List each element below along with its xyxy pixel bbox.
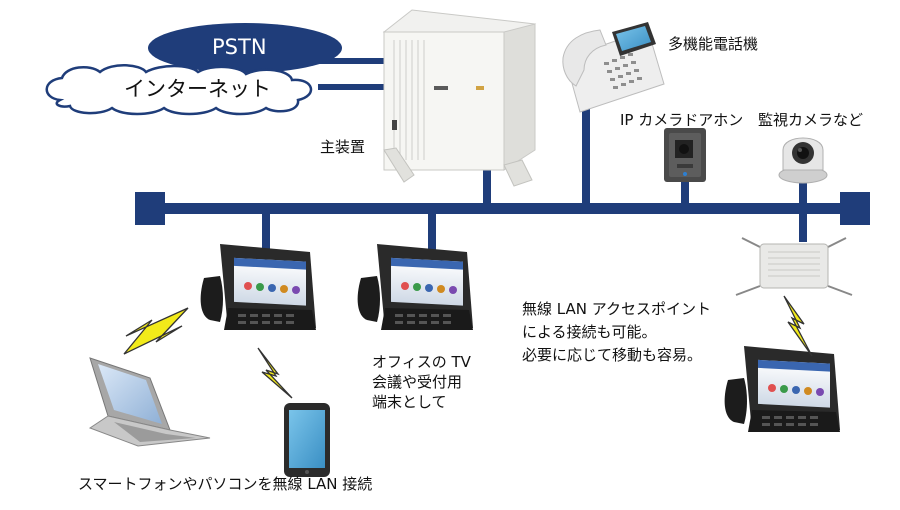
- network-lines: [135, 58, 870, 250]
- internet-cloud-label: インターネット: [124, 77, 271, 101]
- pstn-link: [318, 58, 390, 64]
- backbone-left-terminator: [135, 192, 165, 225]
- wireless-ap-line-3: 必要に応じて移動も容易。: [522, 346, 703, 364]
- desk-phone-3-device: [724, 346, 840, 432]
- wireless-signal-icon-phone: [257, 347, 293, 399]
- office-tv-line-2: 会議や受付用: [372, 373, 463, 391]
- wireless-signal-icon-pc: [123, 307, 189, 355]
- desk-phone-2-drop: [428, 212, 436, 250]
- smartphone-device: [284, 403, 330, 477]
- pstn-cloud-label: PSTN: [212, 35, 267, 59]
- pstn-cloud: [148, 23, 342, 73]
- multifunction-phone-label: 多機能電話機: [668, 35, 759, 53]
- desk-phone-1-device: [200, 244, 316, 330]
- office-tv-label: オフィスの TV 会議や受付用 端末として: [372, 352, 471, 412]
- ip-camera-intercom-label: IP カメラドアホン: [620, 111, 744, 129]
- ip-camera-intercom-device: [664, 128, 706, 182]
- surveillance-camera-device: [778, 137, 828, 184]
- internet-link: [318, 84, 390, 90]
- desk-phone-1-drop: [262, 212, 270, 250]
- office-tv-line-3: 端末として: [372, 393, 447, 411]
- main-unit-device: [382, 9, 537, 187]
- main-unit-drop: [483, 150, 491, 206]
- wireless-ap-label: 無線 LAN アクセスポイント による接続も可能。 必要に応じて移動も容易。: [522, 298, 711, 367]
- access-point-drop: [799, 212, 807, 242]
- backbone-right-terminator: [840, 192, 870, 225]
- backbone-line: [150, 203, 852, 214]
- phone-drop: [582, 96, 590, 206]
- office-tv-line-1: オフィスの TV: [372, 353, 471, 371]
- surveillance-camera-label: 監視カメラなど: [758, 111, 864, 129]
- intercom-drop: [681, 176, 689, 206]
- desk-phone-2-device: [357, 244, 473, 330]
- wireless-signal-icon-ap: [783, 295, 813, 357]
- internet-cloud: [45, 64, 312, 116]
- wireless-ap-line-2: による接続も可能。: [522, 323, 657, 341]
- laptop-device: [88, 357, 211, 447]
- camera-drop: [799, 180, 807, 206]
- main-unit-label: 主装置: [320, 138, 366, 156]
- wireless-access-point-device: [735, 237, 853, 296]
- wireless-signal-icons: [123, 295, 813, 399]
- multifunction-phone-device: [562, 22, 665, 113]
- wireless-ap-line-1: 無線 LAN アクセスポイント: [522, 300, 711, 318]
- smartphone-pc-label: スマートフォンやパソコンを無線 LAN 接続: [78, 475, 373, 493]
